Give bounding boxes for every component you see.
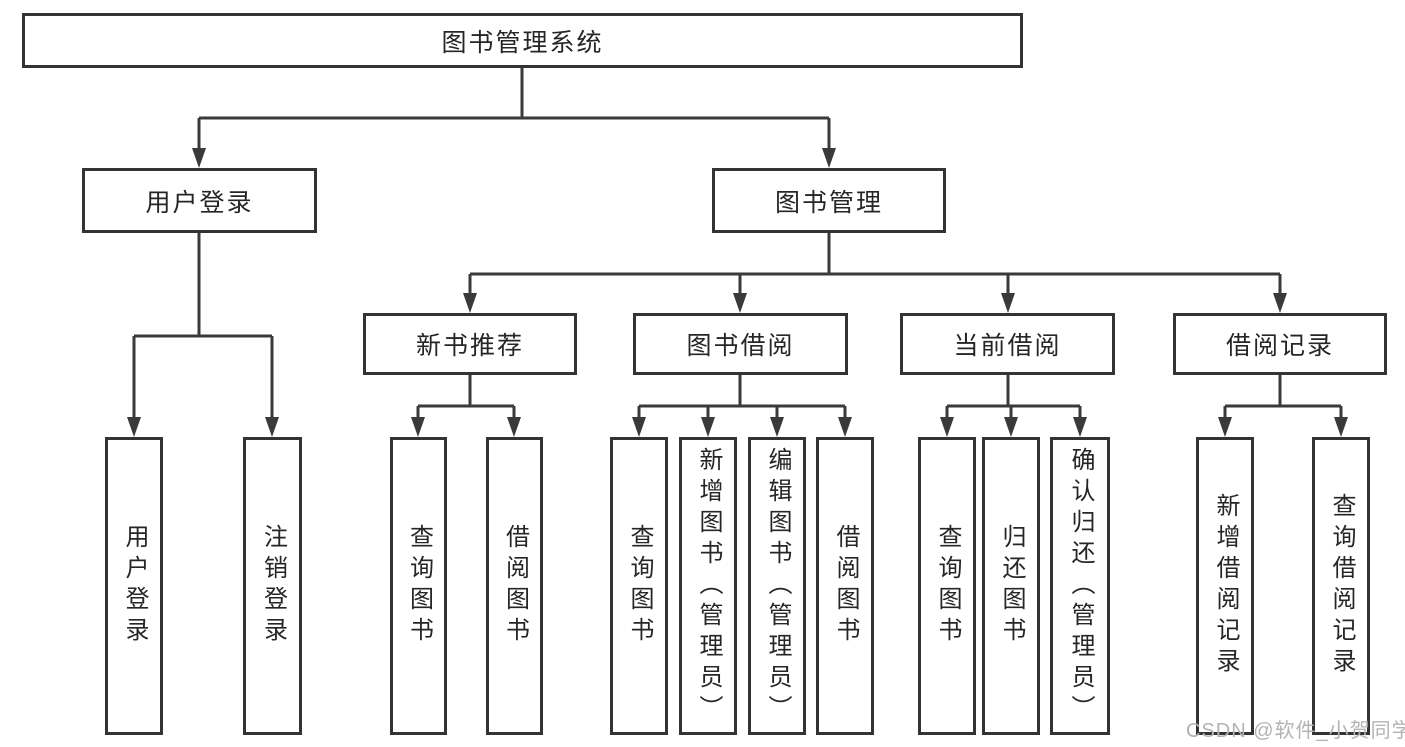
node-borrow-records: 借阅记录 [1173,313,1387,375]
node-current-borrow: 当前借阅 [900,313,1115,375]
node-book-management: 图书管理 [712,168,946,233]
leaf-logout: 注销登录 [243,437,302,735]
node-book-borrow: 图书借阅 [633,313,848,375]
leaf-add-books-admin: 新增图书（管理员） [679,437,737,735]
leaf-return-books: 归还图书 [982,437,1040,735]
leaf-query-borrow-record: 查询借阅记录 [1312,437,1370,735]
arrowheads [127,148,1348,437]
leaf-add-borrow-record: 新增借阅记录 [1196,437,1254,735]
node-user-login: 用户登录 [82,168,317,233]
leaf-query-books-borrow: 查询图书 [610,437,668,735]
leaf-borrow-books: 借阅图书 [816,437,874,735]
leaf-user-login: 用户登录 [105,437,163,735]
leaf-borrow-books-recommend: 借阅图书 [486,437,543,735]
leaf-confirm-return-admin: 确认归还（管理员） [1050,437,1110,735]
node-new-book-recommend: 新书推荐 [363,313,577,375]
node-library-management-system: 图书管理系统 [22,13,1023,68]
csdn-watermark: CSDN @软件_小贺同学 [1186,720,1405,742]
leaf-query-books-current: 查询图书 [918,437,976,735]
leaf-query-books-recommend: 查询图书 [390,437,447,735]
leaf-edit-books-admin: 编辑图书（管理员） [748,437,806,735]
